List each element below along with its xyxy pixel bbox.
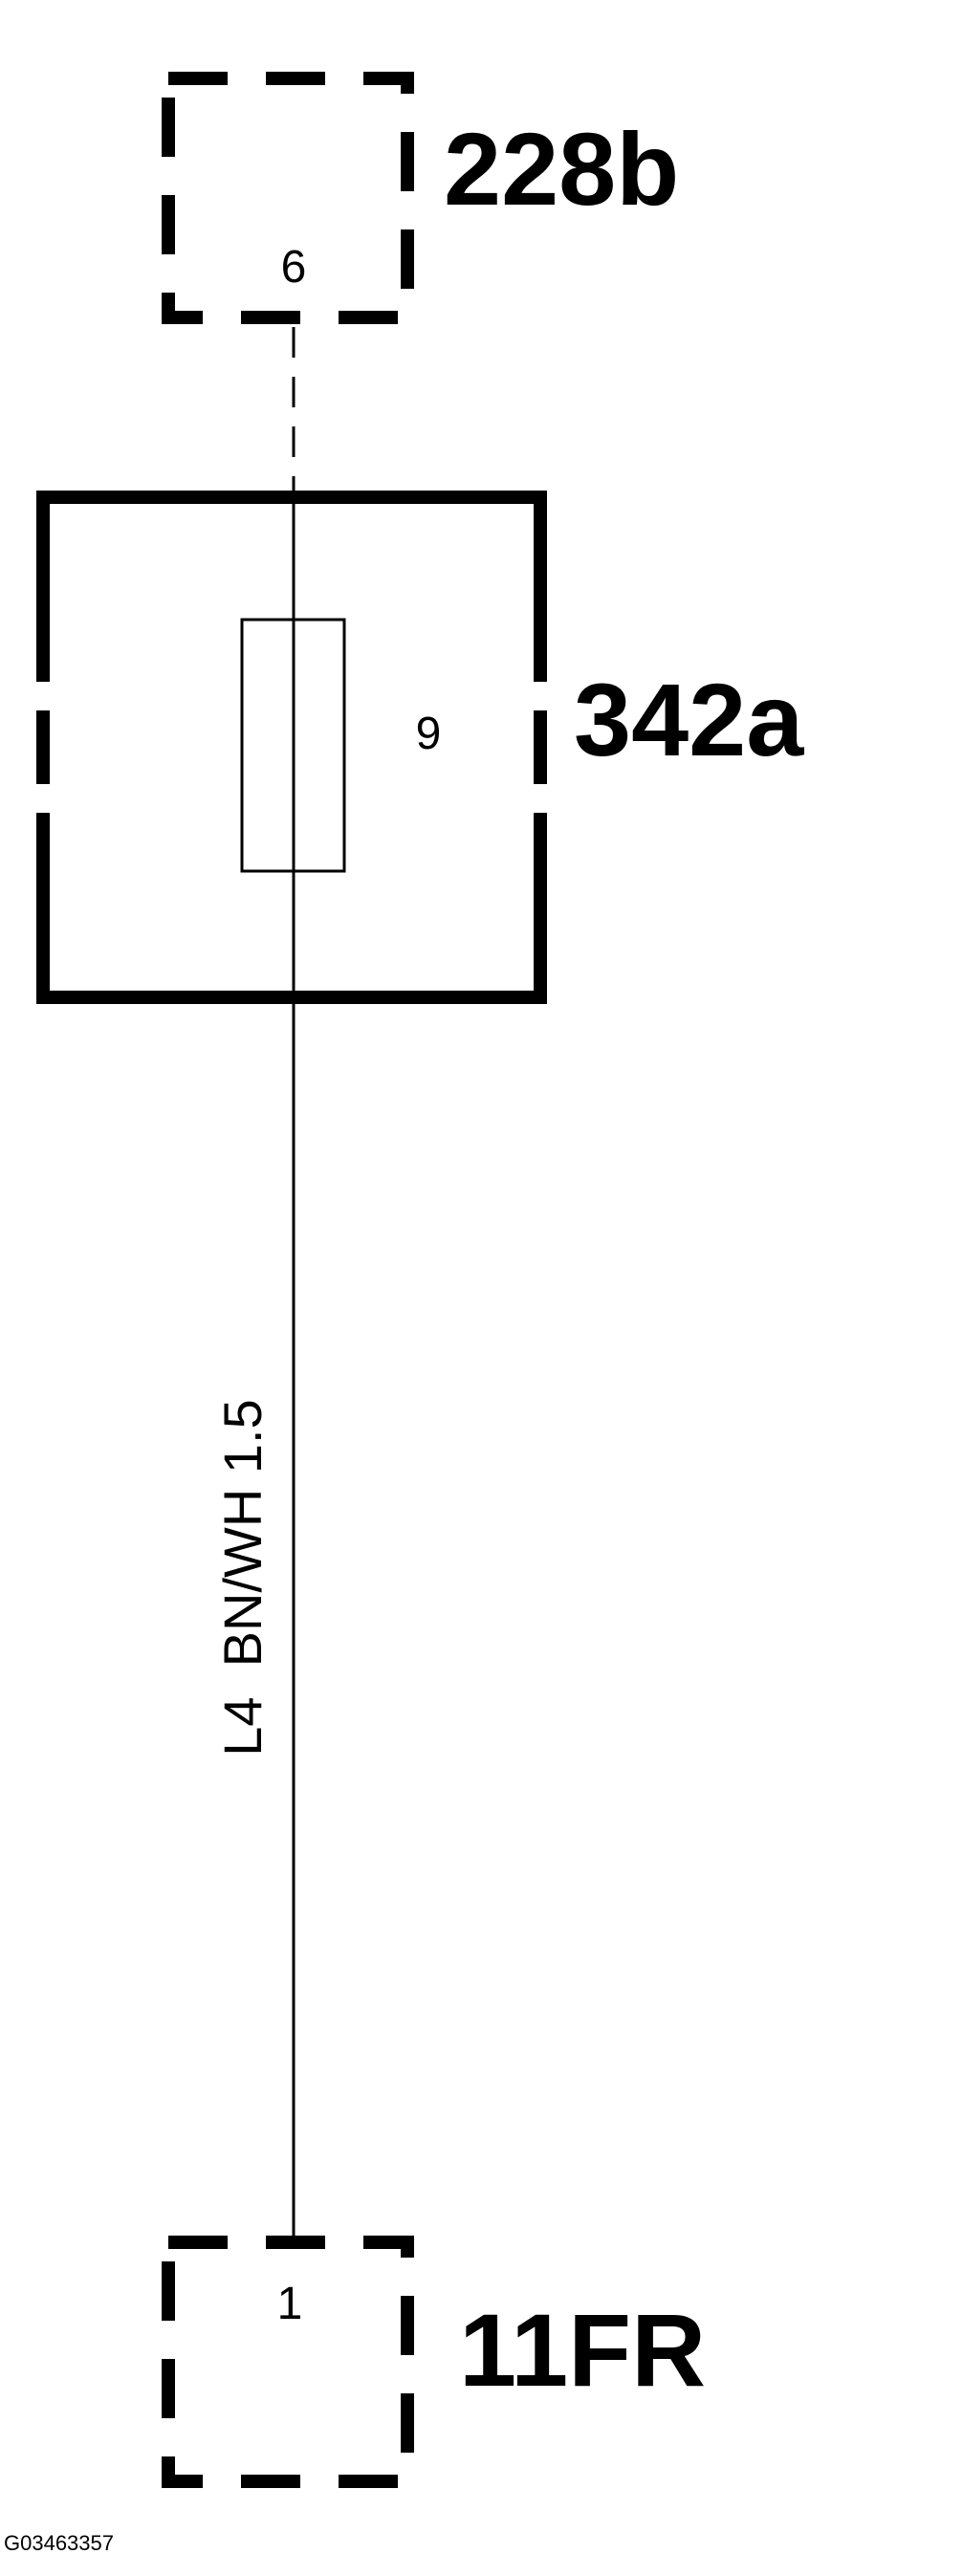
connector-228b-box: [162, 72, 414, 324]
connector-11fr-label: 11FR: [459, 2292, 706, 2408]
connector-228b-pin: 6: [281, 242, 307, 293]
wire-label: L4 BN/WH 1.5: [212, 1399, 273, 1756]
connector-228b: 6 228b: [162, 72, 679, 324]
fuse-box-342a: 9 342a: [36, 491, 804, 1004]
connector-11fr: 1 11FR: [162, 2236, 706, 2488]
fuse-box-label: 342a: [574, 662, 804, 777]
connector-11fr-pin: 1: [277, 2279, 303, 2329]
fuse-box-pin: 9: [416, 709, 442, 759]
connector-11fr-box: [162, 2236, 414, 2488]
connector-228b-label: 228b: [444, 111, 679, 227]
figure-reference: G03463357: [4, 2531, 114, 2555]
